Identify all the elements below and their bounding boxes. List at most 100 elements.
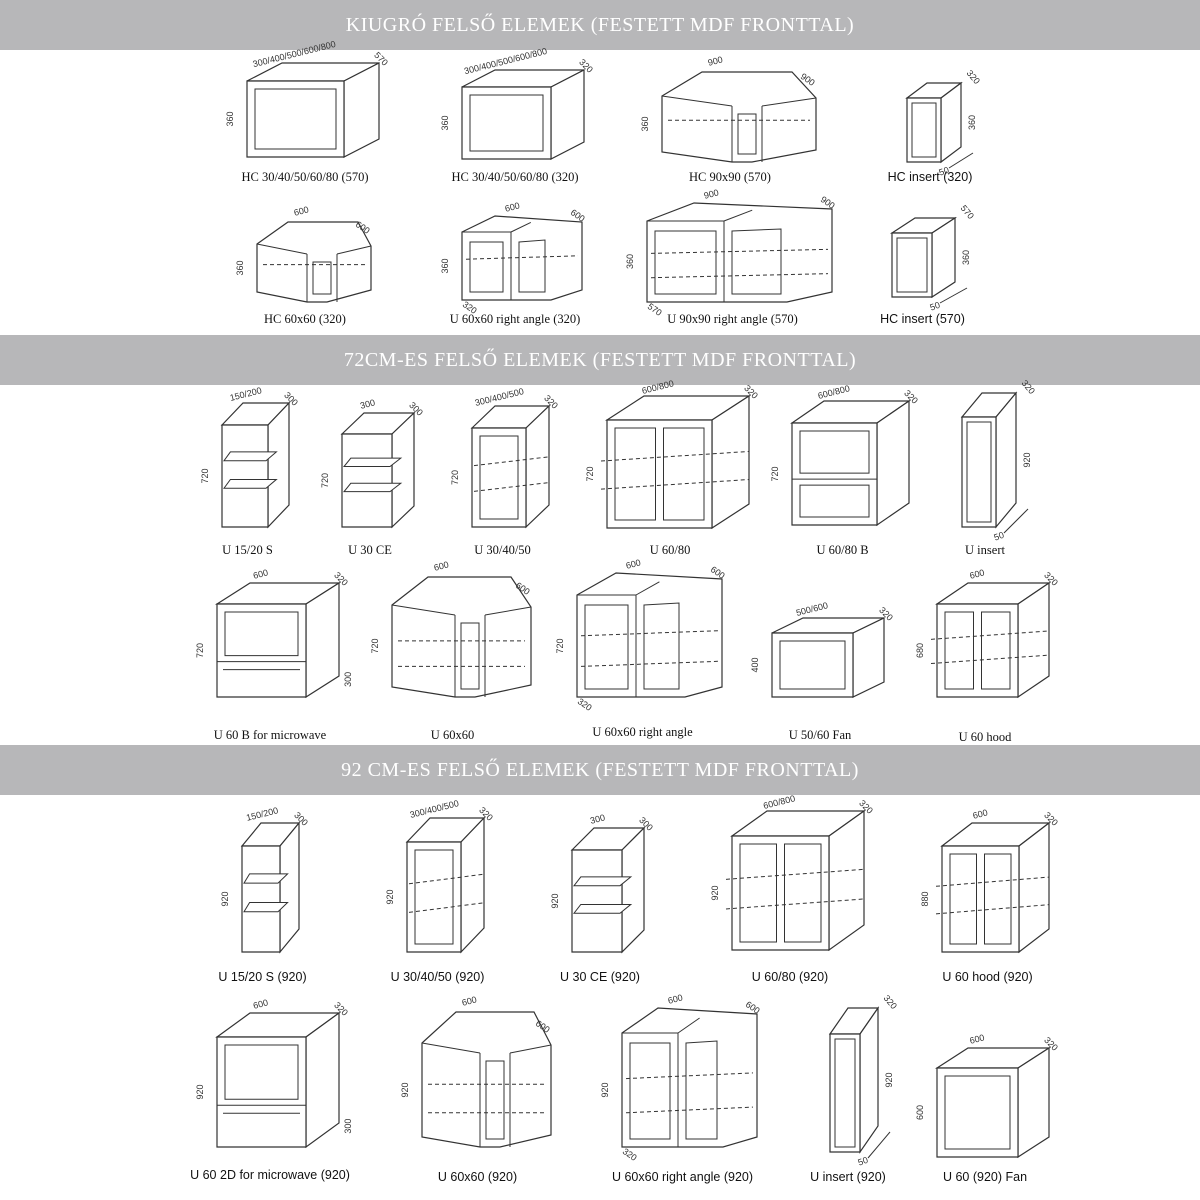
door-frame — [944, 611, 974, 690]
width-dimension: 150/200 — [245, 805, 279, 823]
width-dimension: 600/800 — [762, 793, 796, 811]
section-header-72cm: 72CM-ES FELSŐ ELEMEK (FESTETT MDF FRONTT… — [0, 335, 1200, 385]
insert-frame — [834, 1038, 856, 1148]
height-dimension: 360 — [625, 254, 635, 269]
width-dimension: 300/400/500 — [474, 386, 525, 408]
cabinet-front — [241, 845, 281, 953]
height-dimension: 920 — [1022, 452, 1032, 467]
gap-dimension-line — [1003, 508, 1029, 534]
door-frame — [643, 602, 680, 690]
height-dimension: 600 — [915, 1105, 925, 1120]
cabinet-side — [460, 816, 485, 954]
cabinet-caption: U 60/80 — [649, 543, 691, 557]
gap-dimension: 50 — [929, 300, 942, 313]
cabinet-side — [1018, 821, 1050, 954]
height-dimension: 360 — [640, 116, 650, 131]
height-dimension: 920 — [220, 891, 230, 906]
cabinet-caption: U insert (920) — [810, 1170, 886, 1184]
height-dimension: 920 — [400, 1082, 410, 1097]
cabinet-caption: HC 30/40/50/60/80 (320) — [451, 170, 579, 184]
cabinet-caption: U 15/20 S — [222, 543, 273, 557]
hidden-shelf-line — [650, 248, 829, 254]
height-dimension: 720 — [450, 470, 460, 485]
cabinet-caption: U 60x60 right angle (920) — [611, 1170, 754, 1184]
door-frame — [479, 435, 519, 520]
height-dimension: 720 — [555, 638, 565, 653]
edge-line — [336, 245, 372, 255]
width-dimension: 600 — [252, 567, 269, 580]
cabinet-caption: HC insert (570) — [880, 312, 965, 326]
gap-dimension-line — [939, 287, 968, 304]
cabinet-caption: U 30/40/50 (920) — [390, 970, 485, 984]
width-dimension: 600 — [969, 1032, 986, 1045]
door-frame — [469, 241, 504, 293]
cabinet-caption: U 60x60 right angle — [592, 725, 693, 739]
door-frame — [799, 430, 870, 474]
width-dimension: 300/400/500 — [409, 798, 460, 820]
height-dimension: 400 — [750, 657, 760, 672]
depth-dimension: 570 — [959, 203, 976, 221]
width-dimension: 600 — [293, 204, 310, 217]
door-frame — [312, 261, 332, 295]
niche-height-dimension: 300 — [343, 1119, 353, 1134]
hidden-shelf-line — [473, 456, 550, 467]
cabinet-caption: U 15/20 S (920) — [218, 970, 307, 984]
section-header-92cm: 92 CM-ES FELSŐ ELEMEK (FESTETT MDF FRONT… — [0, 745, 1200, 795]
width-dimension: 600 — [667, 992, 684, 1005]
shelf — [342, 457, 403, 468]
edge-line — [761, 97, 817, 107]
door-frame — [984, 853, 1012, 945]
cabinet-drawing: 570 360 50 — [889, 203, 976, 313]
door-frame — [981, 611, 1011, 690]
shelf — [243, 902, 289, 913]
width-dimension: 600 — [972, 807, 989, 820]
width-dimension: 600 — [969, 567, 986, 580]
shelf — [342, 482, 403, 493]
hidden-shelf-line — [725, 898, 865, 910]
door-frame — [731, 228, 782, 295]
cabinet-caption: U 30 CE (920) — [560, 970, 640, 984]
cabinet-side — [859, 1006, 879, 1154]
side-dimension: 320 — [576, 696, 594, 713]
hidden-shelf-line — [465, 255, 579, 260]
hidden-shelf-line — [625, 1106, 754, 1114]
height-dimension: 360 — [961, 250, 971, 265]
height-dimension: 360 — [440, 115, 450, 130]
hidden-shelf-line — [935, 904, 1050, 915]
door-frame — [614, 427, 656, 521]
insert-frame — [896, 237, 928, 293]
cabinet-side — [828, 809, 865, 952]
door-frame — [654, 230, 717, 295]
cabinet-caption: HC 90x90 (570) — [689, 170, 771, 184]
cabinet-caption: U 60 2D for microwave (920) — [190, 1168, 350, 1182]
gap-dimension: 50 — [857, 1155, 870, 1168]
cabinet-caption: U 90x90 right angle (570) — [667, 312, 798, 326]
hidden-shelf-line — [935, 876, 1050, 887]
section-header-projecting: KIUGRÓ FELSŐ ELEMEK (FESTETT MDF FRONTTA… — [0, 0, 1200, 50]
edge-line — [510, 221, 532, 233]
width-dimension: 600/800 — [817, 383, 851, 401]
section-title: KIUGRÓ FELSŐ ELEMEK (FESTETT MDF FRONTTA… — [345, 13, 855, 36]
cabinet-caption: U 30 CE — [348, 543, 392, 557]
height-dimension: 360 — [440, 258, 450, 273]
cabinet-caption: U insert — [965, 543, 1005, 557]
